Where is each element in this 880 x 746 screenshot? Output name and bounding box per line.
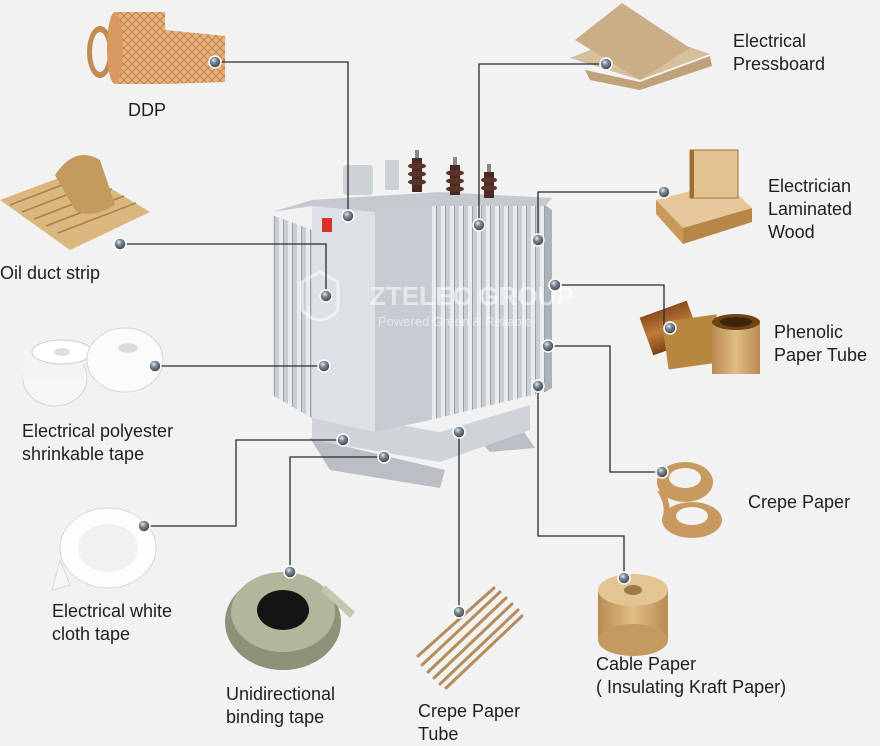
crepe-paper-image bbox=[657, 462, 722, 538]
label-phenolic-tube-line-1: Phenolic bbox=[774, 322, 844, 342]
marker-dot bbox=[548, 278, 562, 292]
label-white-cloth-tape-line-1: Electrical white bbox=[52, 601, 173, 621]
label-oil-duct-strip-line-1: Oil duct strip bbox=[0, 263, 101, 283]
watermark-brand: ZTELEC GROUP bbox=[370, 281, 574, 311]
laminated-wood-image bbox=[656, 149, 752, 244]
transformer-base-rail bbox=[310, 438, 445, 488]
label-laminated-wood-line-1: Electrician bbox=[768, 176, 852, 196]
label-laminated-wood-line-2: Laminated bbox=[768, 199, 853, 219]
label-crepe-paper: Crepe Paper bbox=[748, 491, 850, 514]
label-oil-duct-strip: Oil duct strip bbox=[0, 262, 100, 285]
marker-dot bbox=[531, 233, 545, 247]
marker-dot bbox=[663, 321, 677, 335]
marker-dot bbox=[148, 359, 162, 373]
transformer-left-fins bbox=[272, 215, 312, 418]
marker-dot bbox=[472, 218, 486, 232]
crepe-paper-tube-image bbox=[416, 586, 524, 690]
transformer-skirt bbox=[312, 405, 530, 462]
marker-dot bbox=[113, 237, 127, 251]
label-polyester-tape-line-1: Electrical polyester bbox=[22, 421, 174, 441]
label-pressboard-line-2: Pressboard bbox=[733, 54, 826, 74]
watermark: ZTELEC GROUP Powered Green & Reliable bbox=[300, 270, 574, 329]
label-pressboard: Electrical Pressboard bbox=[733, 30, 825, 76]
watermark-slogan: Powered Green & Reliable bbox=[378, 314, 532, 329]
leader-line-binding bbox=[289, 456, 384, 572]
transformer-right-fins bbox=[430, 205, 545, 420]
nameplate bbox=[322, 218, 332, 232]
marker-dot bbox=[377, 450, 391, 464]
ddp-image bbox=[87, 12, 225, 84]
label-crepe-paper-tube-line-2: Tube bbox=[418, 724, 459, 744]
shield-logo-icon bbox=[300, 270, 340, 322]
transformer-illustration: ZTELEC GROUP Powered Green & Reliable bbox=[272, 150, 574, 488]
label-phenolic-tube-line-2: Paper Tube bbox=[774, 345, 868, 365]
label-polyester-tape: Electrical polyester shrinkable tape bbox=[22, 420, 173, 466]
polyester-tape-image bbox=[22, 327, 164, 407]
cable-paper-image bbox=[598, 574, 668, 656]
leader-line-pressboard bbox=[478, 63, 606, 225]
marker-dot bbox=[655, 465, 669, 479]
label-cable-paper-line-2: ( Insulating Kraft Paper) bbox=[596, 677, 787, 697]
marker-dot bbox=[452, 425, 466, 439]
marker-dot bbox=[319, 289, 333, 303]
bushings bbox=[408, 150, 497, 198]
label-cable-paper: Cable Paper ( Insulating Kraft Paper) bbox=[596, 653, 786, 699]
label-binding-tape: Unidirectional binding tape bbox=[226, 683, 335, 729]
label-binding-tape-line-1: Unidirectional bbox=[226, 684, 336, 704]
label-white-cloth-tape-line-2: cloth tape bbox=[52, 624, 131, 644]
label-crepe-paper-tube-line-1: Crepe Paper bbox=[418, 701, 521, 721]
pressboard-image bbox=[570, 3, 712, 90]
leader-line-laminated bbox=[537, 191, 664, 240]
transformer-lid bbox=[272, 192, 552, 212]
marker-dots bbox=[113, 55, 677, 619]
marker-dot bbox=[599, 57, 613, 71]
marker-dot bbox=[657, 185, 671, 199]
marker-dot bbox=[283, 565, 297, 579]
white-cloth-tape-image bbox=[51, 507, 157, 591]
label-crepe-paper-line-1: Crepe Paper bbox=[748, 492, 851, 512]
leader-line-crepe-paper bbox=[548, 345, 662, 473]
transformer-tank bbox=[312, 205, 375, 432]
label-ddp: DDP bbox=[128, 99, 166, 122]
marker-dot bbox=[617, 571, 631, 585]
oil-duct-strip-image bbox=[0, 155, 150, 250]
marker-dot bbox=[452, 605, 466, 619]
phenolic-tube-image bbox=[639, 300, 760, 374]
marker-dot bbox=[208, 55, 222, 69]
label-laminated-wood-line-3: Wood bbox=[768, 222, 815, 242]
marker-dot bbox=[541, 339, 555, 353]
marker-dot bbox=[336, 433, 350, 447]
binding-tape-image bbox=[225, 572, 355, 670]
label-polyester-tape-line-2: shrinkable tape bbox=[22, 444, 145, 464]
leader-line-oil-duct bbox=[120, 243, 327, 296]
label-laminated-wood: Electrician Laminated Wood bbox=[768, 175, 852, 244]
label-phenolic-tube: Phenolic Paper Tube bbox=[774, 321, 867, 367]
leader-line-cable-paper bbox=[537, 386, 625, 578]
label-cable-paper-line-1: Cable Paper bbox=[596, 654, 697, 674]
leader-line-ddp bbox=[215, 61, 349, 216]
marker-dot bbox=[137, 519, 151, 533]
marker-dot bbox=[317, 359, 331, 373]
label-pressboard-line-1: Electrical bbox=[733, 31, 807, 51]
marker-dot bbox=[341, 209, 355, 223]
label-ddp-line-1: DDP bbox=[128, 100, 167, 120]
label-crepe-paper-tube: Crepe Paper Tube bbox=[418, 700, 520, 746]
label-binding-tape-line-2: binding tape bbox=[226, 707, 325, 727]
marker-dot bbox=[531, 379, 545, 393]
label-white-cloth-tape: Electrical white cloth tape bbox=[52, 600, 172, 646]
leader-line-white-cloth bbox=[144, 439, 343, 527]
